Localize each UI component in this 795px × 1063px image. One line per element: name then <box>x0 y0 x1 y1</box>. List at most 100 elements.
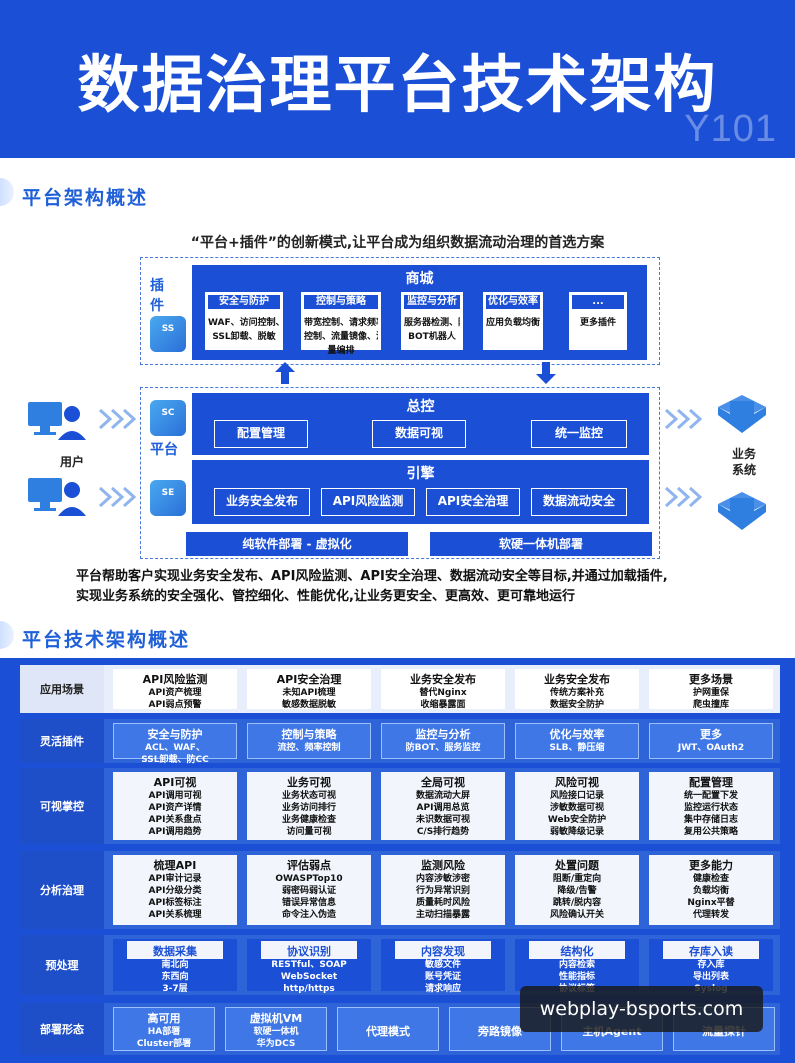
store-card-line: 量编排 <box>327 346 355 356</box>
tech-cell-line: 3-7层 <box>162 984 188 994</box>
tech-cell-line: 跳转/脱内容 <box>552 898 602 908</box>
tech-cell-title: 业务可视 <box>287 776 331 789</box>
tech-cell-line: 爬虫撞库 <box>692 700 729 710</box>
tech-cell-line: 内容检索 <box>558 960 595 970</box>
tech-cell-title: 业务安全发布 <box>544 673 610 686</box>
engine-item-release[interactable]: 业务安全发布 <box>214 488 310 516</box>
tech-cell-line: 复用公共策略 <box>683 827 738 837</box>
tech-cell[interactable]: 存库入读存入库导出列表Syslog <box>649 939 773 994</box>
arrow-up-icon <box>275 362 295 384</box>
tech-cell-line: 访问量可视 <box>286 827 332 837</box>
engine-item-api-governance[interactable]: API安全治理 <box>426 488 520 516</box>
tech-cell-line: 敏感文件 <box>424 960 461 970</box>
control-item-config[interactable]: 配置管理 <box>214 420 308 448</box>
tech-cell[interactable]: 业务安全发布传统方案补充数据安全防护 <box>515 669 639 710</box>
business-server-icon <box>718 492 766 530</box>
tech-cell[interactable]: 代理模式 <box>337 1007 439 1051</box>
deploy-appliance: 软硬一体机部署 <box>430 532 652 556</box>
tech-cell[interactable]: 处置问题阻断/重定向降级/告警跳转/脱内容风险确认开关 <box>515 855 639 925</box>
tech-cell[interactable]: 业务可视业务状态可视业务访问排行业务健康检查访问量可视 <box>247 772 371 840</box>
section-marker <box>0 621 14 649</box>
page-title: 数据治理平台技术架构 <box>77 48 718 121</box>
engine-title: 引擎 <box>406 466 435 482</box>
description-line: 平台帮助客户实现业务安全发布、API风险监测、API安全治理、数据流动安全等目标… <box>76 569 668 584</box>
tech-cell-line: 数据流动大屏 <box>415 791 470 801</box>
tech-cell-title: 内容发现 <box>395 941 491 959</box>
tech-row-label: 可视掌控 <box>20 768 104 844</box>
tech-cell-line: 请求响应 <box>424 984 461 994</box>
tech-cell-line: 风险确认开关 <box>549 910 604 920</box>
deploy-software: 纯软件部署 - 虚拟化 <box>186 532 408 556</box>
tech-cell-title: 风险可视 <box>555 776 599 789</box>
tech-cell-line: 弱敏降级记录 <box>549 827 604 837</box>
tech-cell[interactable]: API安全治理未知API梳理敏感数据脱敏 <box>247 669 371 710</box>
tech-cell-line: API弱点预警 <box>148 700 202 710</box>
plugin-label-text: 插件 <box>150 278 164 314</box>
control-item-visual[interactable]: 数据可视 <box>372 420 466 448</box>
store-card[interactable]: 控制与策略带宽控制、请求频率控制、流量镜像、流量编排 <box>300 291 382 356</box>
tech-cell-title: 优化与效率 <box>549 728 605 741</box>
tech-cell-line: C/S排行趋势 <box>416 827 470 837</box>
tech-cell-line: RESTful、SOAP <box>271 960 347 970</box>
tech-cell[interactable]: 控制与策略流控、频率控制 <box>247 723 371 759</box>
user-computer-icon <box>28 402 86 440</box>
tech-cell-title: 安全与防护 <box>147 728 203 741</box>
tech-cell-line: 集中存储日志 <box>683 815 738 825</box>
tech-cell-title: 监测风险 <box>421 859 465 872</box>
tech-cell-line: API分级分类 <box>148 886 202 896</box>
page-code: Y101 <box>684 108 777 150</box>
tech-cell-line: 收缩暴露面 <box>420 700 466 710</box>
tech-cell-line: HA部署 <box>147 1027 181 1037</box>
control-title: 总控 <box>406 399 435 415</box>
store-card[interactable]: 优化与效率应用负载均衡 <box>482 291 544 351</box>
tech-cell-line: 业务状态可视 <box>281 791 336 801</box>
tech-cell-line: 防BOT、服务监控 <box>405 743 481 753</box>
store-card-line: 带宽控制、请求频率 <box>304 318 378 328</box>
tech-cell[interactable]: 监控与分析防BOT、服务监控 <box>381 723 505 759</box>
tech-cell-line: 护网重保 <box>692 688 729 698</box>
tech-cell[interactable]: 内容发现敏感文件账号凭证请求响应 <box>381 939 505 994</box>
tech-cell[interactable]: 监测风险内容涉敏涉密行为异常识别质量耗时风险主动扫描暴露 <box>381 855 505 925</box>
control-item-monitor[interactable]: 统一监控 <box>531 420 627 448</box>
tech-cell[interactable]: 结构化内容检索性能指标协议标签 <box>515 939 639 994</box>
tech-cell-line: 阻断/重定向 <box>552 874 602 884</box>
overview-subtitle: “平台+插件”的创新模式,让平台成为组织数据流动治理的首选方案 <box>190 235 605 251</box>
tech-cell-line: Cluster部署 <box>136 1039 192 1049</box>
tech-cell-line: 内容涉敏涉密 <box>415 874 470 884</box>
tech-cell[interactable]: 更多场景护网重保爬虫撞库 <box>649 669 773 710</box>
tech-cell-title: 梳理API <box>153 859 197 872</box>
tech-cell-title: 处置问题 <box>555 859 599 872</box>
store-card[interactable]: ...更多插件 <box>568 291 628 351</box>
tech-cell-line: API关系盘点 <box>148 815 202 825</box>
engine-item-data-flow[interactable]: 数据流动安全 <box>531 488 627 516</box>
tech-cell-line: 未识数据可视 <box>415 815 470 825</box>
plugin-badge-text: SS <box>161 324 175 334</box>
tech-cell-line: 风险接口记录 <box>549 791 604 801</box>
engine-item-api-risk[interactable]: API风险监测 <box>321 488 415 516</box>
chevrons-right-icon <box>664 486 703 508</box>
chevrons-right-icon <box>98 408 137 430</box>
tech-cell[interactable]: 配置管理统一配置下发监控运行状态集中存储日志复用公共策略 <box>649 772 773 840</box>
